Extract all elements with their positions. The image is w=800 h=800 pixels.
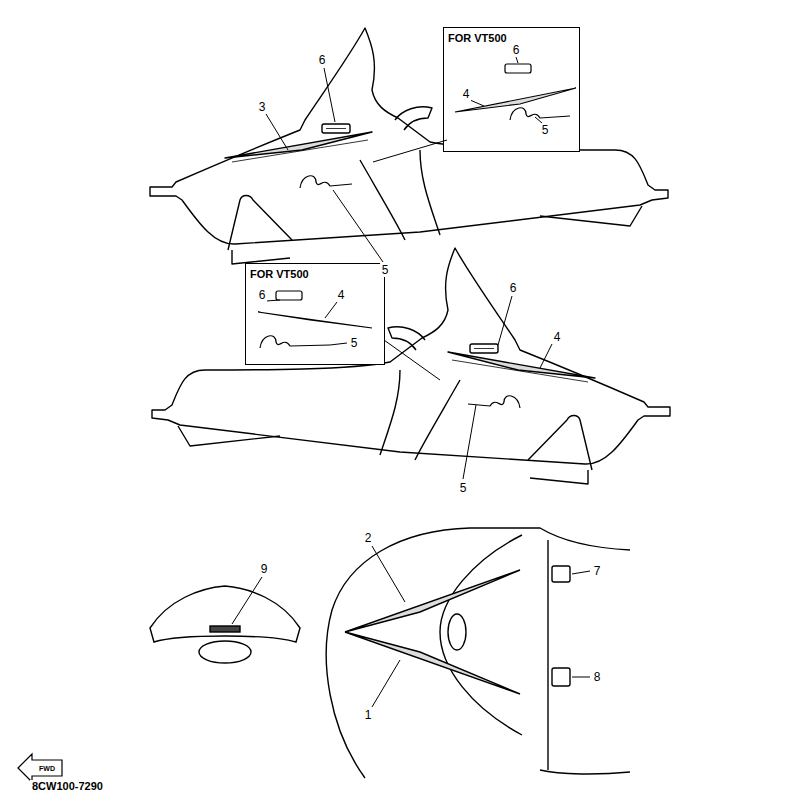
callout-number: 7 [592, 564, 603, 578]
callout-number: 6 [511, 43, 522, 57]
callout-number: 5 [458, 481, 469, 495]
callout-number: 5 [540, 123, 551, 137]
callout-number: 3 [257, 100, 268, 114]
callout-number: 1 [363, 708, 374, 722]
callout-number: 4 [461, 87, 472, 101]
callout-number: 8 [592, 670, 603, 684]
direction-mark: FWD [37, 764, 57, 773]
callout-number: 5 [380, 263, 391, 277]
callout-number: 5 [349, 336, 360, 350]
inset-box: FOR VT500 [245, 263, 385, 365]
inset-heading: FOR VT500 [444, 30, 511, 46]
callout-number: 2 [363, 531, 374, 545]
callout-number: 6 [317, 53, 328, 67]
inset-heading: FOR VT500 [246, 266, 313, 282]
callout-number: 4 [336, 288, 347, 302]
callout-number: 6 [257, 288, 268, 302]
callout-number: 9 [259, 562, 270, 576]
callout-number: 4 [552, 330, 563, 344]
callout-number: 6 [508, 281, 519, 295]
diagram-code: 8CW100-7290 [30, 780, 105, 793]
